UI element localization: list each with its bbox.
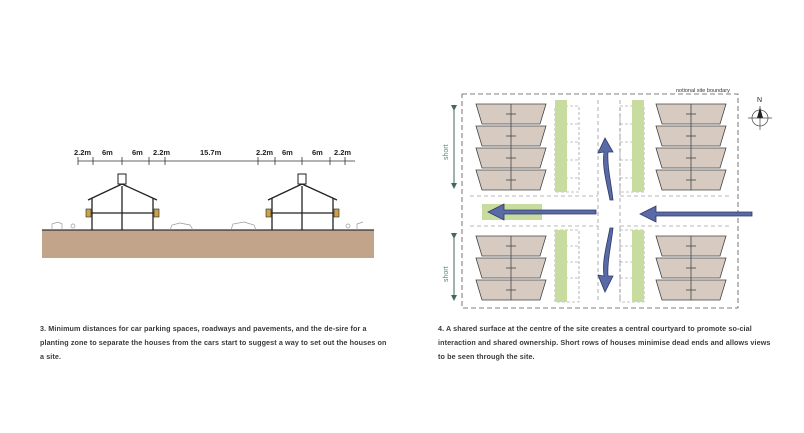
dim-label-1: 2.2m xyxy=(74,148,91,157)
dim-label-2: 6m xyxy=(102,148,113,157)
ground xyxy=(42,230,374,258)
street-section: 2.2m 6m 6m 2.2m 15.7m 2.2m 6m 6m 2.2m xyxy=(42,148,374,258)
house-section-left xyxy=(85,173,160,230)
house-section-right xyxy=(265,173,340,230)
dim-label-4: 2.2m xyxy=(153,148,170,157)
boundary-label: notional site boundary xyxy=(676,88,730,94)
north-label: N xyxy=(757,97,762,104)
house-row-bottom-left xyxy=(475,235,547,301)
planting-zones xyxy=(482,100,644,302)
arrow-entry xyxy=(639,205,753,223)
caption-right: 4. A shared surface at the centre of the… xyxy=(438,324,771,361)
north-arrow-icon xyxy=(748,106,772,130)
house-row-bottom-right xyxy=(655,235,727,301)
cars-and-figures xyxy=(51,221,364,231)
dim-label-6: 2.2m xyxy=(256,148,273,157)
side-label-top: short xyxy=(443,144,450,160)
movement-arrows xyxy=(487,137,753,293)
road-edges xyxy=(470,100,730,300)
house-row-top-right xyxy=(655,103,727,191)
caption-left: 3. Minimum distances for car parking spa… xyxy=(40,324,387,361)
dim-label-7: 6m xyxy=(282,148,293,157)
side-label-bottom: short xyxy=(443,266,450,282)
dimension-line xyxy=(77,157,355,165)
house-row-top-left xyxy=(475,103,547,191)
arrow-west xyxy=(487,203,597,221)
parking-bays xyxy=(554,105,645,303)
site-plan: notional site boundary xyxy=(443,88,772,309)
arrow-down xyxy=(597,227,614,293)
site-boundary xyxy=(461,93,739,309)
dim-label-3: 6m xyxy=(132,148,143,157)
arrow-up xyxy=(597,137,614,201)
dim-label-8: 6m xyxy=(312,148,323,157)
dim-label-5: 15.7m xyxy=(200,148,222,157)
dim-label-9: 2.2m xyxy=(334,148,351,157)
